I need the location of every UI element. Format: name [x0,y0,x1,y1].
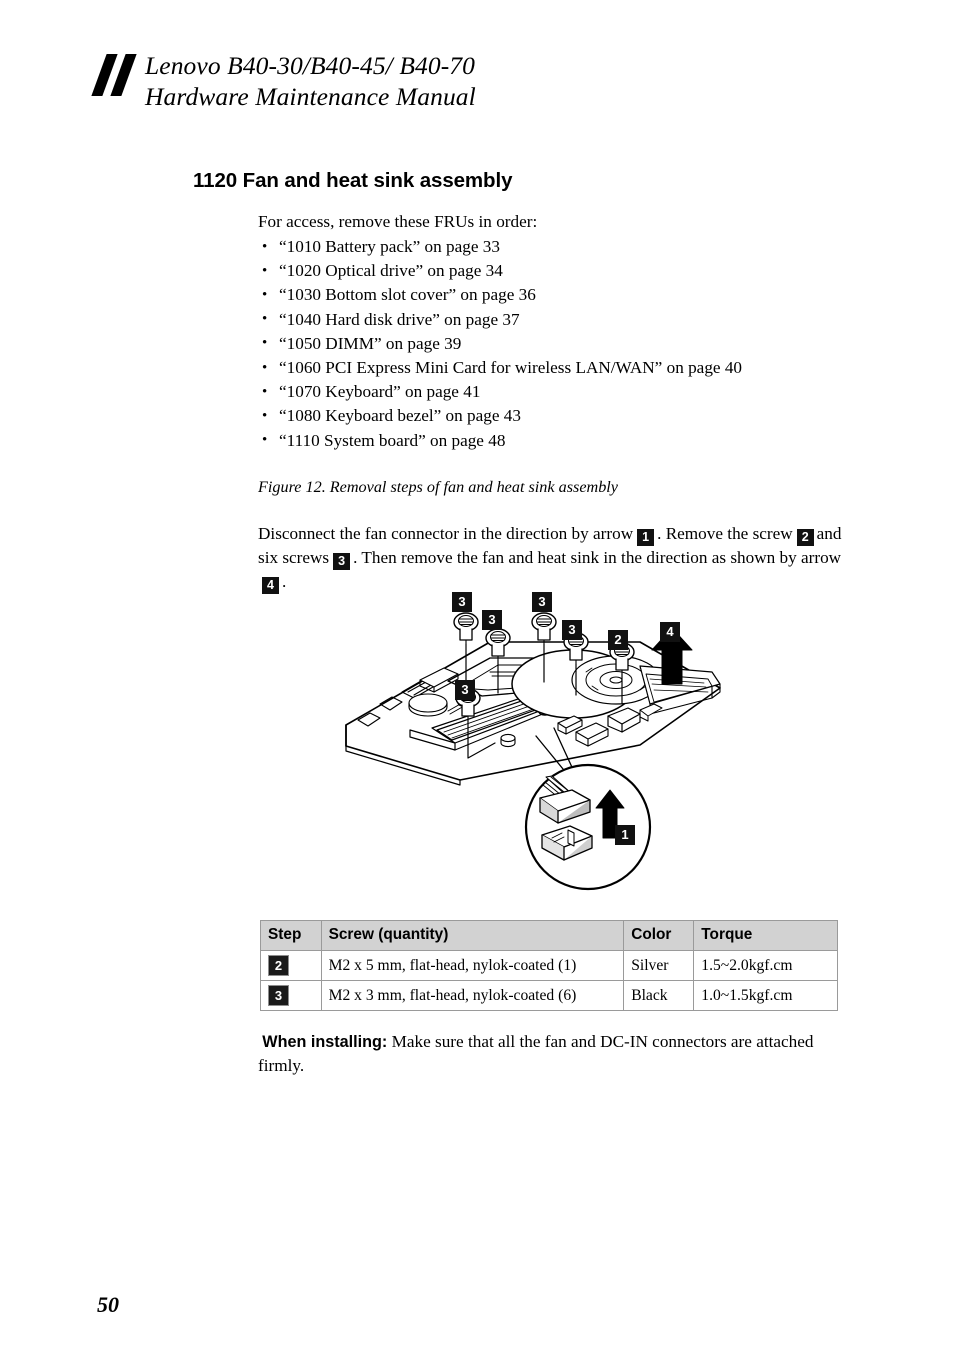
cell-screw: M2 x 5 mm, flat-head, nylok-coated (1) [320,950,625,981]
instruction-segment-5: . [282,572,287,592]
fan-connector-detail [539,775,625,861]
document-header: Lenovo B40-30/B40-45/ B40-70 Hardware Ma… [91,50,855,112]
cell-color: Black [623,980,695,1011]
list-item[interactable]: “1020 Optical drive” on page 34 [258,259,858,283]
lenovo-slash-logo-icon [91,54,141,102]
header-title-block: Lenovo B40-30/B40-45/ B40-70 Hardware Ma… [145,50,476,112]
screw-head [531,612,557,645]
cell-torque: 1.0~1.5kgf.cm [693,980,838,1011]
header-title-line-2: Hardware Maintenance Manual [145,82,476,111]
cooling-fan [511,649,661,719]
header-title-line-1: Lenovo B40-30/B40-45/ B40-70 [145,51,475,80]
list-item[interactable]: “1040 Hard disk drive” on page 37 [258,307,858,332]
table-row: 3 M2 x 3 mm, flat-head, nylok-coated (6)… [260,980,838,1011]
screw-leader-lines [465,643,623,759]
cell-color: Silver [623,950,695,981]
column-header-torque: Torque [693,920,838,951]
instruction-segment-2: . Remove the screw [657,524,793,544]
removal-direction-arrow-4 [651,627,693,685]
column-header-screw: Screw (quantity) [320,920,625,951]
diagram-step-badge-3c: 3 [532,592,552,612]
fan-heatsink-removal-diagram: 3 3 3 3 2 4 3 1 [340,580,740,900]
figure-instruction-text: Disconnect the fan connector in the dire… [258,522,856,595]
instruction-segment-4: . Then remove the fan and heat sink in t… [353,548,842,568]
access-intro-text: For access, remove these FRUs in order: [258,212,538,231]
diagram-step-badge-1: 1 [615,825,635,845]
page-title: 1120 Fan and heat sink assembly [193,168,513,192]
instruction-segment-1: Disconnect the fan connector in the dire… [258,524,634,544]
diagram-step-badge-4: 4 [660,622,680,642]
board-right-components [557,715,609,747]
step-badge: 2 [268,955,289,976]
table-header: Step Screw (quantity) Color Torque [260,920,838,951]
fru-removal-list: “1010 Battery pack” on page 33 “1020 Opt… [258,234,858,453]
note-text: Make sure that all the fan and DC-IN con… [258,1032,814,1076]
diagram-step-badge-2: 2 [608,630,628,650]
access-instructions-block: For access, remove these FRUs in order: … [258,210,858,453]
screw-head [453,612,479,645]
list-item[interactable]: “1030 Bottom slot cover” on page 36 [258,283,858,307]
instruction-segment-3: and six screws [258,524,842,568]
diagram-step-badge-3a: 3 [452,592,472,612]
list-item[interactable]: “1050 DIMM” on page 39 [258,331,858,356]
table-row: 2 M2 x 5 mm, flat-head, nylok-coated (1)… [260,950,838,981]
step-badge: 3 [268,985,289,1006]
list-item[interactable]: “1060 PCI Express Mini Card for wireless… [258,356,858,380]
cell-torque: 1.5~2.0kgf.cm [693,950,838,981]
table-header-row: Step Screw (quantity) Color Torque [260,920,838,951]
cell-step: 2 [260,950,322,981]
list-item[interactable]: “1010 Battery pack” on page 33 [258,234,858,259]
figure-caption: Figure 12. Removal steps of fan and heat… [258,478,618,496]
cell-screw: M2 x 3 mm, flat-head, nylok-coated (6) [320,980,625,1011]
when-installing-note: When installing: Make sure that all the … [258,1030,858,1077]
list-item[interactable]: “1080 Keyboard bezel” on page 43 [258,404,858,428]
page-number: 50 [97,1292,119,1317]
list-item[interactable]: “1070 Keyboard” on page 41 [258,380,858,404]
diagram-svg [345,612,721,891]
screw-specification-table: Step Screw (quantity) Color Torque 2 M2 … [260,920,838,1011]
diagram-step-badge-3b: 3 [482,610,502,630]
column-header-step: Step [260,920,322,951]
list-item[interactable]: “1110 System board” on page 48 [258,428,858,453]
note-label: When installing: [262,1033,388,1052]
diagram-step-badge-3e: 3 [455,680,475,700]
cell-step: 3 [260,980,322,1011]
step-badge-3: 3 [333,553,351,571]
table-body: 2 M2 x 5 mm, flat-head, nylok-coated (1)… [260,950,838,1011]
step-badge-1: 1 [637,529,655,547]
step-badge-2: 2 [796,529,814,547]
step-badge-4: 4 [262,577,279,595]
column-header-color: Color [623,920,695,951]
diagram-step-badge-3d: 3 [562,620,582,640]
